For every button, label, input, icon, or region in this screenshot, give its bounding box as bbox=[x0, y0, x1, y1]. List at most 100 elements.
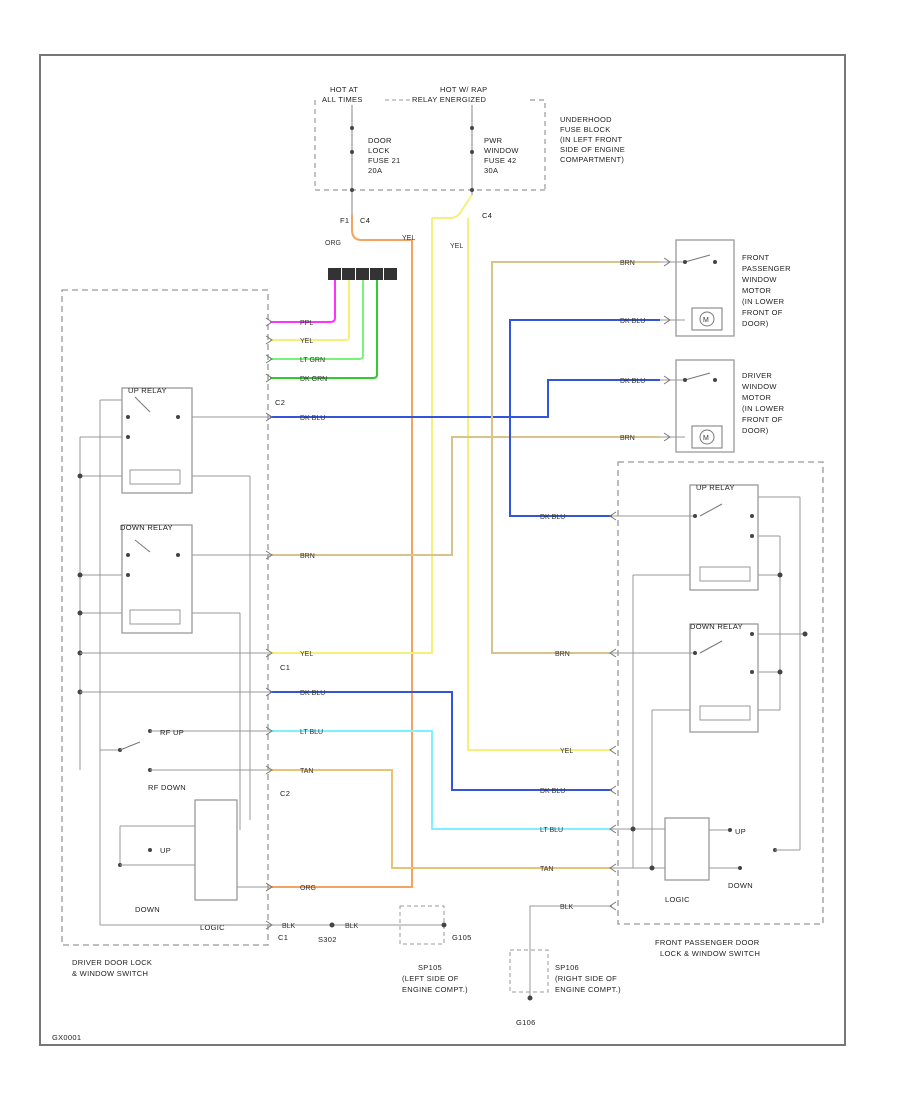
passenger-motor-6: FRONT OF bbox=[742, 308, 783, 317]
label-dk-blu-6: DK BLU bbox=[540, 788, 565, 795]
label-ppl: PPL bbox=[300, 320, 313, 327]
driver-logic-label: LOGIC bbox=[200, 923, 225, 932]
label-dk-blu-3: DK BLU bbox=[620, 318, 645, 325]
label-yel-1: YEL bbox=[402, 235, 415, 242]
fuse-2-line-2: WINDOW bbox=[484, 146, 519, 155]
passenger-door-switch: UP RELAY DOWN RELAY LOGIC bbox=[612, 461, 824, 958]
passenger-motor-7: DOOR) bbox=[742, 319, 769, 328]
label-lt-grn: LT GRN bbox=[300, 357, 325, 364]
wire-brn-passenger bbox=[491, 261, 660, 654]
passenger-window-motor: M FRONT PASSENGER WINDOW MOTOR (IN LOWER… bbox=[660, 239, 791, 337]
fuse-1-line-3: FUSE 21 bbox=[368, 156, 401, 165]
blk-2: BLK bbox=[345, 923, 359, 930]
label-brn-1: BRN bbox=[300, 553, 315, 560]
label-brn-3: BRN bbox=[620, 435, 635, 442]
wire-yel-right bbox=[432, 194, 612, 751]
driver-c1b-label: C1 bbox=[278, 933, 288, 942]
pass-switch-title-2: LOCK & WINDOW SWITCH bbox=[660, 949, 760, 958]
hot-at-all-times-2: ALL TIMES bbox=[322, 95, 363, 104]
label-yel-4: YEL bbox=[560, 748, 573, 755]
label-brn-4: BRN bbox=[555, 651, 570, 658]
wire-labels: ORG YEL YEL PPL YEL LT GRN DK GRN DK BLU… bbox=[300, 235, 645, 892]
label-dk-blu-1: DK BLU bbox=[300, 415, 325, 422]
driver-motor-1: DRIVER bbox=[742, 371, 772, 380]
wires bbox=[270, 194, 660, 888]
passenger-motor-5: (IN LOWER bbox=[742, 297, 785, 306]
wire-dk-grn bbox=[270, 278, 378, 379]
label-tan-2: TAN bbox=[540, 866, 553, 873]
label-dk-grn: DK GRN bbox=[300, 376, 327, 383]
blk-3: BLK bbox=[560, 904, 574, 911]
wire-ppl bbox=[270, 278, 336, 323]
pin-c4-b: C4 bbox=[482, 211, 492, 220]
label-yel-3: YEL bbox=[300, 651, 313, 658]
pin-c4-a: C4 bbox=[360, 216, 370, 225]
grounds: BLK BLK S302 G105 SP105 (LEFT SIDE OF EN… bbox=[270, 904, 621, 1027]
fuse-1-line-4: 20A bbox=[368, 166, 382, 175]
g106-label: G106 bbox=[516, 1018, 536, 1027]
fuse-block-desc-1: UNDERHOOD bbox=[560, 115, 612, 124]
fuse-block-desc-3: (IN LEFT FRONT bbox=[560, 135, 623, 144]
driver-c2b-label: C2 bbox=[280, 789, 290, 798]
fuse-block-desc-5: COMPARTMENT) bbox=[560, 155, 624, 164]
sp106-2: (RIGHT SIDE OF bbox=[555, 974, 617, 983]
label-tan-1: TAN bbox=[300, 768, 313, 775]
driver-down-label: DOWN bbox=[135, 905, 160, 914]
wire-yel-short bbox=[270, 278, 350, 341]
label-org: ORG bbox=[325, 240, 341, 247]
pass-down-relay-label: DOWN RELAY bbox=[690, 622, 743, 631]
pass-switch-title-1: FRONT PASSENGER DOOR bbox=[655, 938, 760, 947]
driver-up-relay-label: UP RELAY bbox=[128, 386, 167, 395]
label-dk-blu-5: DK BLU bbox=[540, 514, 565, 521]
driver-window-motor: M DRIVER WINDOW MOTOR (IN LOWER FRONT OF… bbox=[660, 359, 785, 453]
driver-up-label: UP bbox=[160, 846, 171, 855]
pass-up-label: UP bbox=[735, 827, 746, 836]
driver-motor-4: (IN LOWER bbox=[742, 404, 785, 413]
blk-1: BLK bbox=[282, 923, 296, 930]
fuse-2-line-1: PWR bbox=[484, 136, 503, 145]
passenger-motor-2: PASSENGER bbox=[742, 264, 791, 273]
passenger-motor-4: MOTOR bbox=[742, 286, 772, 295]
label-org-2: ORG bbox=[300, 885, 316, 892]
fuse-2-line-3: FUSE 42 bbox=[484, 156, 517, 165]
hot-relay-2: RELAY ENERGIZED bbox=[412, 95, 487, 104]
driver-motor-5: FRONT OF bbox=[742, 415, 783, 424]
wire-brn-driver bbox=[270, 436, 660, 556]
rf-down-label: RF DOWN bbox=[148, 783, 186, 792]
pin-f1: F1 bbox=[340, 216, 349, 225]
driver-door-switch: UP RELAY DOWN RELAY bbox=[61, 289, 290, 978]
g105-label: G105 bbox=[452, 933, 472, 942]
driver-motor-6: DOOR) bbox=[742, 426, 769, 435]
pass-logic-label: LOGIC bbox=[665, 895, 690, 904]
connector-pins bbox=[265, 257, 671, 930]
hot-relay-1: HOT W/ RAP bbox=[440, 85, 487, 94]
driver-motor-symbol: M bbox=[703, 435, 709, 442]
passenger-motor-symbol: M bbox=[703, 317, 709, 324]
wire-dk-blu-passenger bbox=[509, 319, 660, 517]
driver-switch-title-1: DRIVER DOOR LOCK bbox=[72, 958, 152, 967]
rf-up-label: RF UP bbox=[160, 728, 184, 737]
fuse-1-line-2: LOCK bbox=[368, 146, 390, 155]
label-yel-2: YEL bbox=[450, 243, 463, 250]
wire-tan bbox=[270, 769, 612, 869]
wire-yel-left bbox=[270, 218, 433, 654]
driver-c2-label: C2 bbox=[275, 398, 285, 407]
passenger-motor-3: WINDOW bbox=[742, 275, 777, 284]
driver-switch-title-2: & WINDOW SWITCH bbox=[72, 969, 148, 978]
splice-pack bbox=[328, 268, 397, 280]
s302-label: S302 bbox=[318, 935, 337, 944]
fuse-block-desc-4: SIDE OF ENGINE bbox=[560, 145, 625, 154]
wire-dk-blu-driver bbox=[270, 379, 660, 418]
label-dk-blu-4: DK BLU bbox=[620, 378, 645, 385]
wire-lt-grn bbox=[270, 278, 364, 360]
sp105-2: (LEFT SIDE OF bbox=[402, 974, 459, 983]
sp106-1: SP106 bbox=[555, 963, 579, 972]
label-lt-blu-2: LT BLU bbox=[540, 827, 563, 834]
wire-org bbox=[270, 215, 413, 888]
fuse-block: HOT AT ALL TIMES HOT W/ RAP RELAY ENERGI… bbox=[314, 85, 625, 225]
driver-down-relay-label: DOWN RELAY bbox=[120, 523, 173, 532]
passenger-motor-1: FRONT bbox=[742, 253, 769, 262]
hot-at-all-times-1: HOT AT bbox=[330, 85, 358, 94]
label-yel-short: YEL bbox=[300, 338, 313, 345]
